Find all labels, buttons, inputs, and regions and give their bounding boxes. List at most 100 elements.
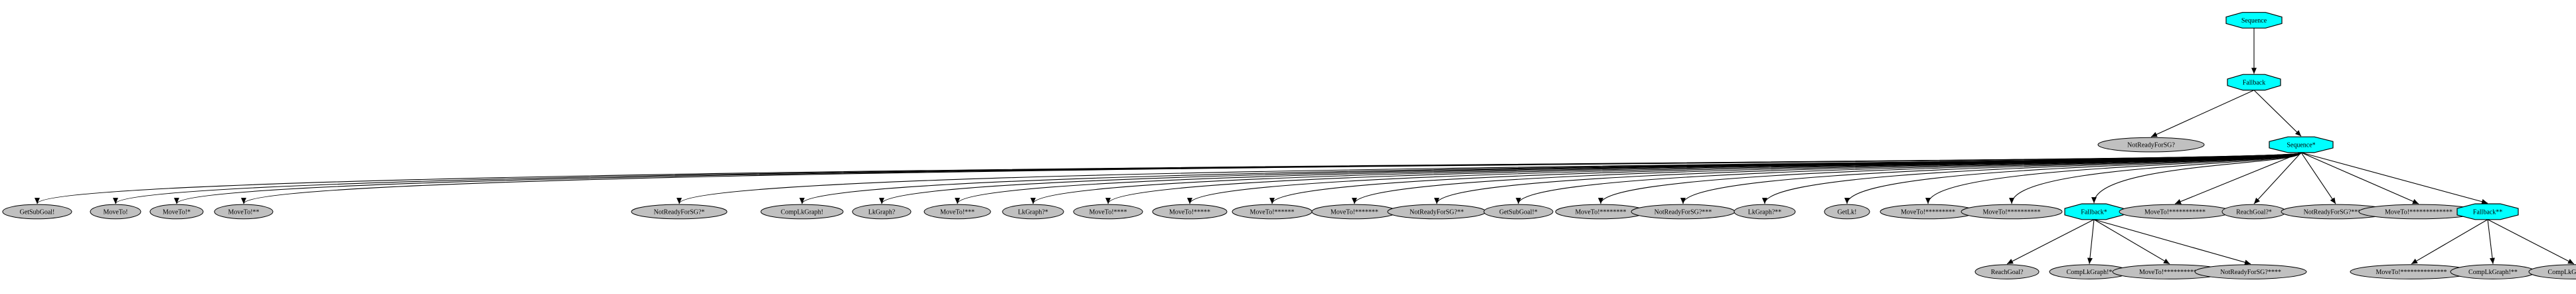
node-label: MoveTo!************** [2375,269,2447,276]
node-label: MoveTo!******* [1330,208,1378,216]
node-label: MoveTo!*********** [2144,208,2206,216]
ellipse-shape [1073,204,1143,220]
ellipse-shape [149,204,204,220]
node-label: NotReadyForSG?** [1409,208,1464,216]
control-node-sequences: Sequence* [2269,136,2334,153]
ellipse-shape [760,204,844,220]
node-label: LkGraph?** [1748,208,1782,216]
edge-fallback-to-notreadyforsg-q [2150,90,2255,137]
edge-fallbacks-to-moveto-xsssssssssss [2093,219,2170,265]
node-label: Sequence* [2287,142,2315,149]
edge-sequences-to-notreadyforsg-qsssss [2300,152,2336,204]
node-label: LkGraph? [868,208,896,216]
leaf-node-complkgraph-xss: CompLkGraph!** [2450,264,2536,279]
leaf-node-moveto-xsssss: MoveTo!***** [1152,204,1228,220]
leaf-node-getsubgoal-x: GetSubGoal! [2,204,72,220]
edge-fallback-to-sequences [2253,90,2302,137]
edge-sequences-to-fallbackss [2300,152,2488,204]
leaf-node-notreadyforsg-qss: NotReadyForSG?** [1387,204,1487,220]
edge-fallbackss-to-complkgraph-xss [2487,219,2495,264]
node-label: Fallback* [2081,208,2107,216]
node-label: GetSubGoal!* [1499,208,1538,216]
control-node-sequence: Sequence [2225,12,2283,29]
ellipse-shape [924,204,991,220]
leaf-node-notreadyforsg-q: NotReadyForSG? [2097,137,2205,153]
leaf-node-moveto-x: MoveTo! [90,204,141,220]
ellipse-shape [90,204,141,220]
node-label: CompLkGraph!* [2067,269,2113,276]
edge-sequences-to-reachgoal-qs [2253,152,2302,204]
leaf-node-moveto-xsssssssssss: MoveTo!*********** [2119,204,2231,220]
node-label: NotReadyForSG?*** [1654,208,1712,216]
node-label: ReachGoal?* [2236,208,2272,216]
ellipse-shape [2,204,72,220]
leaf-node-complkgraph-xsss: CompLkGraph!*** [2528,264,2576,279]
node-label: MoveTo!** [228,208,259,216]
leaf-node-moveto-xsssssssssss: MoveTo!*********** [2112,264,2227,279]
leaf-node-lkgraph-qs: LkGraph?* [1002,204,1064,220]
node-label: NotReadyForSG?* [654,208,705,216]
leaf-node-notreadyforsg-qssss: NotReadyForSG?**** [2194,264,2307,279]
node-label: CompLkGraph!** [2468,269,2518,276]
leaf-node-notreadyforsg-qsss: NotReadyForSG?*** [1631,204,1735,220]
control-node-fallbackss: Fallback** [2456,203,2519,220]
ellipse-shape [852,204,912,220]
leaf-node-reachgoal-qs: ReachGoal?* [2221,204,2287,220]
octagon-shape [2456,203,2519,220]
node-label: NotReadyForSG?**** [2220,269,2281,276]
node-label: LkGraph?* [1018,208,1048,216]
leaf-node-lkgraph-q: LkGraph? [852,204,912,220]
leaf-node-moveto-xsssssss: MoveTo!******* [1311,204,1398,220]
node-label: ReachGoal? [1991,269,2024,276]
leaf-node-moveto-xs: MoveTo!* [149,204,204,220]
leaf-node-getsubgoal-xs: GetSubGoal!* [1483,204,1554,220]
node-label: GetLk! [1838,208,1857,216]
node-label: MoveTo!********** [1982,208,2040,216]
edge-fallbacks-to-notreadyforsg-qssss [2093,219,2251,265]
ellipse-shape [1974,264,2040,279]
edge-sequences-to-moveto-xsssssssssss [2174,152,2302,204]
node-label: MoveTo!*** [940,208,975,216]
octagon-shape [2225,12,2283,29]
node-label: Fallback [2243,80,2265,87]
octagon-shape [2269,136,2334,153]
edge-fallbacks-to-reachgoal-q [2006,219,2095,265]
leaf-node-moveto-xssssssssss: MoveTo!********** [1961,204,2063,220]
node-label: MoveTo!* [163,208,191,216]
node-label: MoveTo!******** [1575,208,1626,216]
edge-fallbackss-to-moveto-xssssssssssssss [2411,219,2488,265]
ellipse-shape [1483,204,1554,220]
node-label: CompLkGraph! [781,208,823,216]
ellipse-shape [1002,204,1064,220]
leaf-node-complkgraph-x: CompLkGraph! [760,204,844,220]
ellipse-shape [1152,204,1228,220]
node-label: Fallback** [2473,208,2502,216]
control-node-fallback: Fallback [2227,74,2281,91]
ellipse-shape [2097,137,2205,153]
node-label: Sequence [2241,17,2267,25]
leaf-node-lkgraph-qss: LkGraph?** [1733,204,1796,220]
edge-fallbackss-to-complkgraph-xsss [2487,219,2575,265]
edge-sequences-to-getlk-x [1844,152,2302,204]
ellipse-shape [214,204,274,220]
leaf-node-getlk-x: GetLk! [1824,204,1870,220]
control-node-fallbacks: Fallback* [2064,203,2124,220]
ellipse-shape [631,204,728,220]
node-label: CompLkGraph!*** [2548,269,2576,276]
node-label: MoveTo!************* [2385,208,2453,216]
ellipse-shape [1824,204,1870,220]
node-label: MoveTo!****** [1249,208,1294,216]
edge-fallbacks-to-complkgraph-xs [2087,219,2095,264]
node-label: MoveTo!********* [1901,208,1955,216]
edge-sequences-to-lkgraph-qss [1762,152,2302,204]
node-label: GetSubGoal! [20,208,55,216]
leaf-node-moveto-xssssss: MoveTo!****** [1232,204,1313,220]
ellipse-shape [1733,204,1796,220]
edge-sequences-to-moveto-xsssssssss [1925,152,2302,204]
octagon-shape [2064,203,2124,220]
leaf-node-moveto-xss: MoveTo!** [214,204,274,220]
edge-sequences-to-moveto-xss [241,152,2302,204]
edge-sequences-to-moveto-xsssssssssssss [2300,152,2419,204]
leaf-node-moveto-xsss: MoveTo!*** [924,204,991,220]
